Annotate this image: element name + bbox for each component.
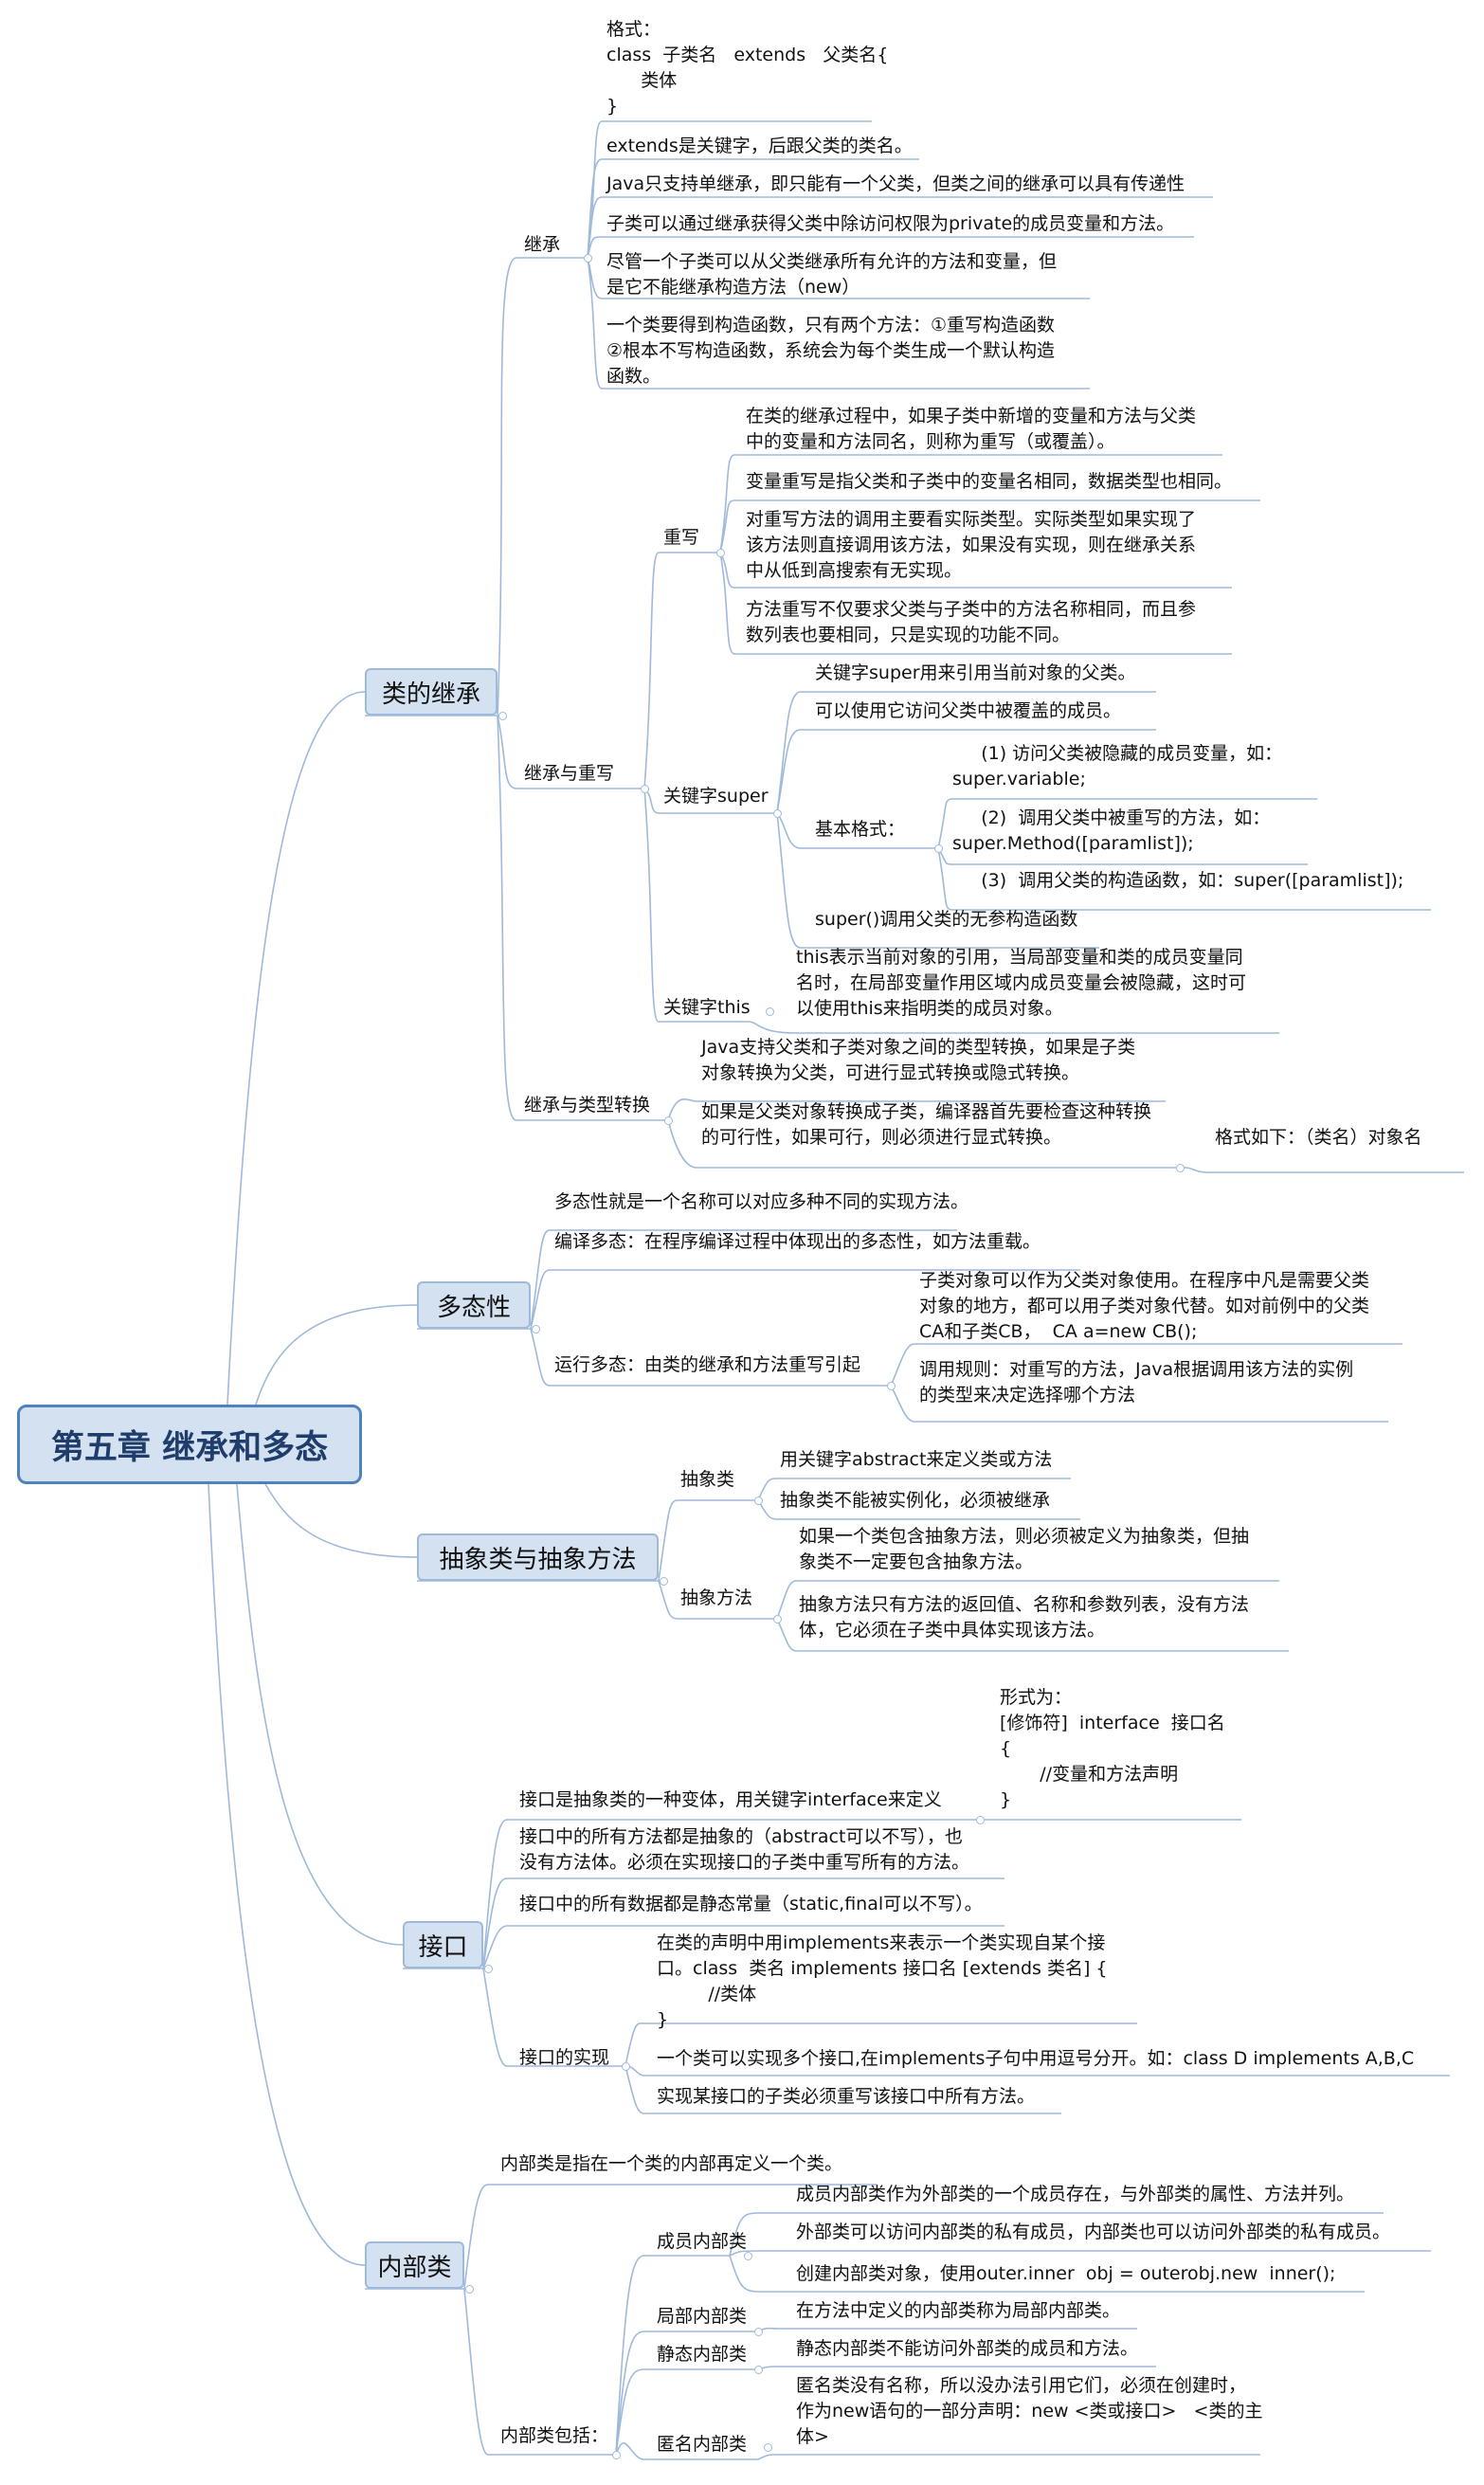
collapse-dot[interactable] xyxy=(641,785,649,793)
collapse-dot[interactable] xyxy=(764,2443,772,2452)
collapse-dot[interactable] xyxy=(660,1577,668,1586)
collapse-dot[interactable] xyxy=(612,2451,621,2459)
topic-interface[interactable]: 接口 xyxy=(403,1921,483,1968)
collapse-dot[interactable] xyxy=(934,844,943,853)
collapse-dot[interactable] xyxy=(754,2366,763,2374)
collapse-dot[interactable] xyxy=(498,712,507,720)
node-local-inner[interactable]: 局部内部类 xyxy=(657,2306,748,2327)
collapse-dot[interactable] xyxy=(716,549,725,557)
leaf-call-rule: 调用规则：对重写的方法，Java根据调用该方法的实例 的类型来决定选择哪个方法 xyxy=(919,1359,1354,1406)
leaf-var-rewrite: 变量重写是指父类和子类中的变量名相同，数据类型也相同。 xyxy=(746,471,1233,492)
leaf-this: this表示当前对象的引用，当局部变量和类的成员变量同 名时，在局部变量作用区域… xyxy=(796,947,1247,1019)
leaf-member-inner-3: 创建内部类对象，使用outer.inner obj = outerobj.new… xyxy=(796,2263,1336,2284)
node-interface-impl[interactable]: 接口的实现 xyxy=(519,2047,610,2068)
leaf-super-noarg: super()调用父类的无参构造函数 xyxy=(815,909,1078,930)
leaf-multiple-interfaces: 一个类可以实现多个接口,在implements子句中用逗号分开。如：class … xyxy=(657,2048,1415,2069)
root-topic[interactable]: 第五章 继承和多态 xyxy=(17,1405,362,1484)
leaf-member-inner-2: 外部类可以访问内部类的私有成员，内部类也可以访问外部类的私有成员。 xyxy=(796,2222,1391,2242)
leaf-inner-def: 内部类是指在一个类的内部再定义一个类。 xyxy=(500,2153,843,2174)
node-type-cast[interactable]: 继承与类型转换 xyxy=(524,1095,651,1116)
leaf-super-ctor: (3) 调用父类的构造函数，如：super([paramlist]); xyxy=(952,870,1404,891)
node-abstract-class[interactable]: 抽象类 xyxy=(680,1469,735,1490)
topic-polymorphism[interactable]: 多态性 xyxy=(417,1281,531,1329)
node-basic-format[interactable]: 基本格式： xyxy=(815,819,906,840)
leaf-cast-up: Java支持父类和子类对象之间的类型转换，如果是子类 对象转换为父类，可进行显式… xyxy=(701,1037,1136,1083)
leaf-abstract-method-class: 如果一个类包含抽象方法，则必须被定义为抽象类，但抽 象类不一定要包含抽象方法。 xyxy=(799,1526,1250,1572)
node-anon-inner[interactable]: 匿名内部类 xyxy=(657,2434,748,2455)
collapse-dot[interactable] xyxy=(664,1116,673,1125)
leaf-override-all: 实现某接口的子类必须重写该接口中所有方法。 xyxy=(657,2086,1036,2107)
node-inner-include[interactable]: 内部类包括： xyxy=(500,2425,609,2446)
leaf-subclass-as-parent: 子类对象可以作为父类对象使用。在程序中凡是需要父类 对象的地方，都可以用子类对象… xyxy=(919,1270,1370,1342)
leaf-static-inner: 静态内部类不能访问外部类的成员和方法。 xyxy=(796,2338,1139,2359)
leaf-interface-methods: 接口中的所有方法都是抽象的（abstract可以不写），也 没有方法体。必须在实… xyxy=(519,1826,970,1873)
leaf-implements: 在类的声明中用implements来表示一个类实现自某个接 口。class 类名… xyxy=(657,1932,1108,2030)
collapse-dot[interactable] xyxy=(1176,1164,1185,1172)
leaf-rewrite-def: 在类的继承过程中，如果子类中新增的变量和方法与父类 中的变量和方法同名，则称为重… xyxy=(746,406,1197,452)
leaf-local-inner: 在方法中定义的内部类称为局部内部类。 xyxy=(796,2300,1121,2321)
leaf-private: 子类可以通过继承获得父类中除访问权限为private的成员变量和方法。 xyxy=(606,213,1175,234)
leaf-abstract-method-body: 抽象方法只有方法的返回值、名称和参数列表，没有方法 体，它必须在子类中具体实现该… xyxy=(799,1594,1250,1641)
collapse-dot[interactable] xyxy=(484,1965,493,1973)
node-inherit[interactable]: 继承 xyxy=(524,234,561,255)
collapse-dot[interactable] xyxy=(532,1325,540,1333)
collapse-dot[interactable] xyxy=(766,1007,774,1016)
topic-inner-class[interactable]: 内部类 xyxy=(365,2241,464,2289)
leaf-super-method: (2) 调用父类中被重写的方法，如： super.Method([paramli… xyxy=(952,807,1271,854)
collapse-dot[interactable] xyxy=(744,2252,752,2260)
leaf-format: 格式： class 子类名 extends 父类名{ 类体 } xyxy=(606,19,889,117)
leaf-compile-poly: 编译多态：在程序编译过程中体现出的多态性，如方法重载。 xyxy=(554,1231,1041,1252)
leaf-abstract-no-instance: 抽象类不能被实例化，必须被继承 xyxy=(780,1490,1051,1511)
node-member-inner[interactable]: 成员内部类 xyxy=(657,2231,748,2252)
node-rewrite[interactable]: 重写 xyxy=(663,527,700,548)
leaf-interface-data: 接口中的所有数据都是静态常量（static,final可以不写）。 xyxy=(519,1894,983,1914)
node-super[interactable]: 关键字super xyxy=(663,786,769,807)
leaf-anon-inner: 匿名类没有名称，所以没办法引用它们，必须在创建时， 作为new语句的一部分声明：… xyxy=(796,2375,1263,2447)
node-interface-def[interactable]: 接口是抽象类的一种变体，用关键字interface来定义 xyxy=(519,1789,942,1810)
leaf-cast-down: 如果是父类对象转换成子类，编译器首先要检查这种转换 的可行性，如果可行，则必须进… xyxy=(701,1101,1152,1148)
node-abstract-method[interactable]: 抽象方法 xyxy=(680,1587,753,1608)
leaf-interface-form: 形式为： [修饰符] interface 接口名 { //变量和方法声明 } xyxy=(1000,1687,1225,1810)
leaf-constructor-ways: 一个类要得到构造函数，只有两个方法：①重写构造函数 ②根本不写构造函数，系统会为… xyxy=(606,315,1056,387)
node-runtime-poly[interactable]: 运行多态：由类的继承和方法重写引起 xyxy=(554,1354,861,1375)
node-inherit-override[interactable]: 继承与重写 xyxy=(524,763,615,784)
topic-class-inheritance[interactable]: 类的继承 xyxy=(365,668,498,716)
leaf-abstract-keyword: 用关键字abstract来定义类或方法 xyxy=(780,1449,1053,1470)
leaf-method-rewrite: 方法重写不仅要求父类与子类中的方法名称相同，而且参 数列表也要相同，只是实现的功… xyxy=(746,599,1197,645)
leaf-rewrite-call: 对重写方法的调用主要看实际类型。实际类型如果实现了 该方法则直接调用该方法，如果… xyxy=(746,509,1197,581)
collapse-dot[interactable] xyxy=(465,2285,474,2294)
collapse-dot[interactable] xyxy=(584,254,592,263)
topic-abstract[interactable]: 抽象类与抽象方法 xyxy=(417,1533,659,1581)
node-this[interactable]: 关键字this xyxy=(663,997,751,1018)
collapse-dot[interactable] xyxy=(887,1382,896,1390)
collapse-dot[interactable] xyxy=(754,1496,763,1505)
leaf-super-access: 可以使用它访问父类中被覆盖的成员。 xyxy=(815,700,1122,721)
collapse-dot[interactable] xyxy=(773,809,782,818)
node-static-inner[interactable]: 静态内部类 xyxy=(657,2344,748,2365)
leaf-constructor-not-inherited: 尽管一个子类可以从父类继承所有允许的方法和变量，但 是它不能继承构造方法（new… xyxy=(606,251,1058,298)
collapse-dot[interactable] xyxy=(754,2328,763,2336)
leaf-poly-def: 多态性就是一个名称可以对应多种不同的实现方法。 xyxy=(554,1191,969,1212)
leaf-single-inherit: Java只支持单继承，即只能有一个父类，但类之间的继承可以具有传递性 xyxy=(606,173,1185,194)
leaf-super-var: (1) 访问父类被隐藏的成员变量，如： super.variable; xyxy=(952,743,1283,789)
leaf-extends-keyword: extends是关键字，后跟父类的类名。 xyxy=(606,136,913,156)
leaf-super-def: 关键字super用来引用当前对象的父类。 xyxy=(815,662,1136,683)
collapse-dot[interactable] xyxy=(976,1816,985,1824)
collapse-dot[interactable] xyxy=(773,1615,782,1623)
leaf-cast-format: 格式如下：（类名）对象名 xyxy=(1215,1127,1422,1148)
leaf-member-inner-1: 成员内部类作为外部类的一个成员存在，与外部类的属性、方法并列。 xyxy=(796,2184,1355,2204)
collapse-dot[interactable] xyxy=(622,2062,630,2071)
